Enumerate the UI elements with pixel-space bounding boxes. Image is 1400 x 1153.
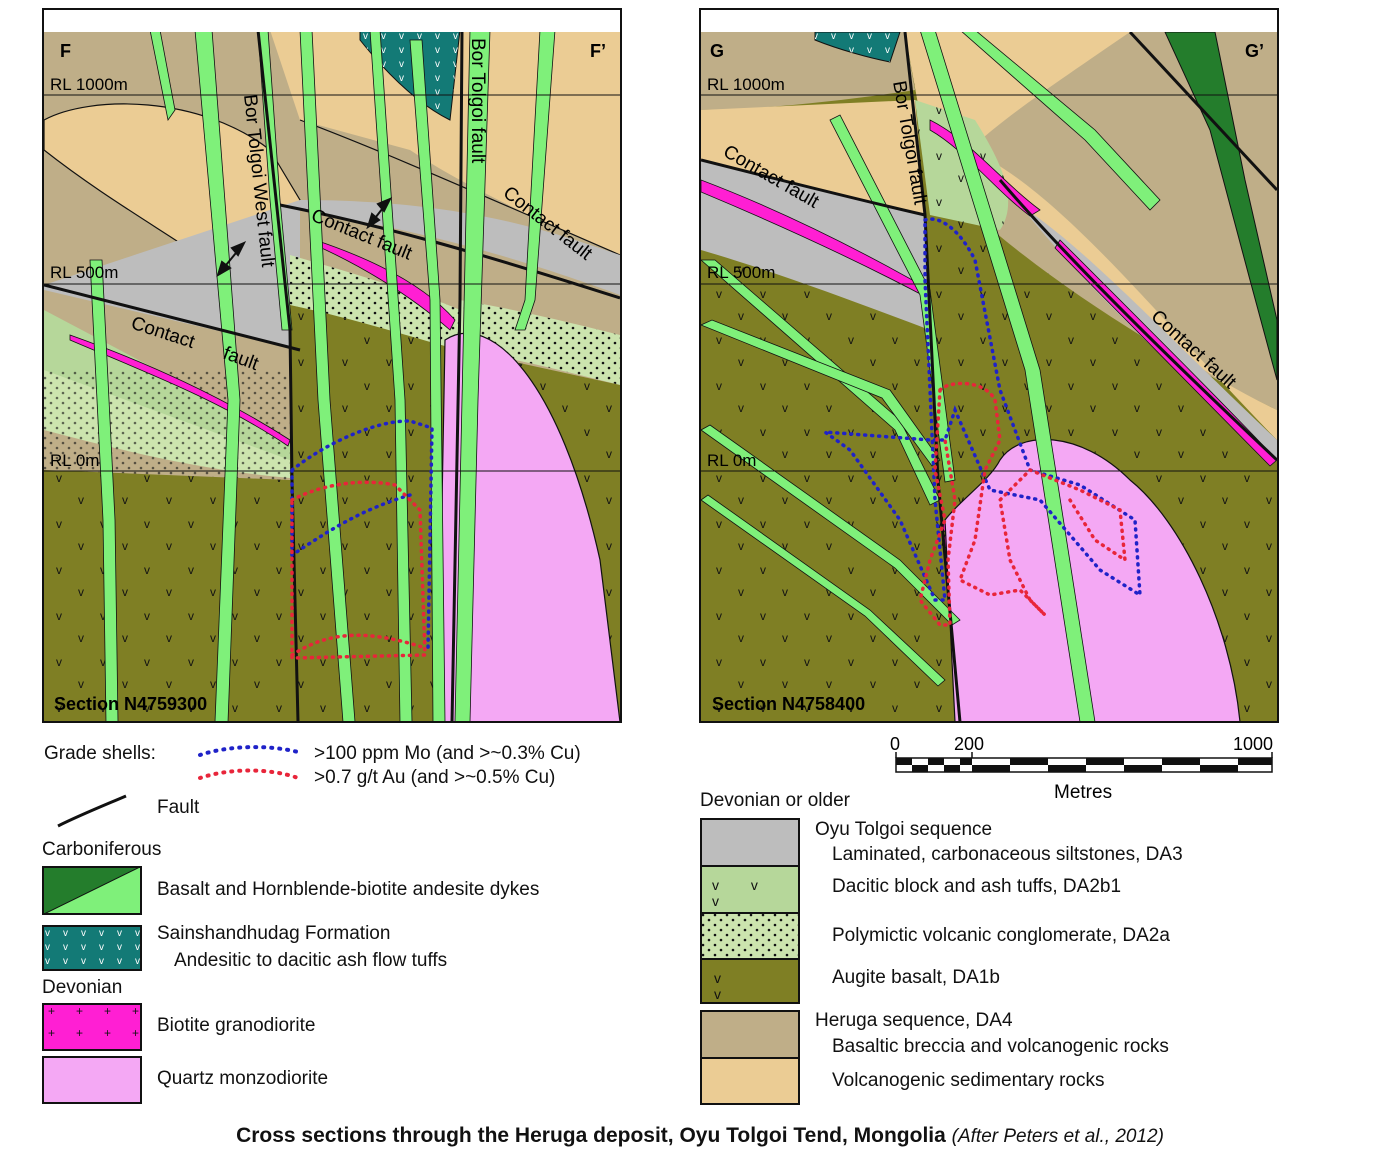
g-right-label: G’ [1245, 41, 1264, 61]
devonian-heading: Devonian [42, 977, 123, 998]
g-siltstone [701, 160, 930, 330]
scale-tick-1000: 1000 [1233, 734, 1273, 754]
g-mo-shell [818, 217, 1142, 602]
g-rl-500: RL 500m [707, 263, 775, 282]
scale-unit: Metres [1054, 782, 1112, 803]
volc-sed-label: Volcanogenic sedimentary rocks [832, 1070, 1105, 1091]
ash-flow-tuff-swatch [42, 925, 142, 971]
sainshand-title: Sainshandhudag Formation [157, 923, 391, 944]
carboniferous-heading: Carboniferous [42, 839, 162, 860]
devonian-older-heading: Devonian or older [700, 790, 850, 811]
fault-label: Fault [157, 797, 200, 818]
f-fault-contact [44, 283, 301, 352]
g-dark-dyke [1164, 32, 1277, 381]
monzodiorite-swatch [42, 1056, 142, 1104]
f-fault-bor-label: Bor Tolgoi fault [467, 38, 488, 164]
f-right-label: F’ [590, 41, 606, 61]
volc-sed-swatch [700, 1057, 800, 1105]
mo-shell-label: >100 ppm Mo (and >~0.3% Cu) [314, 743, 581, 764]
g-section-name: Section N4758400 [712, 694, 865, 714]
g-fault-contact [998, 179, 1277, 462]
breccia-label: Basaltic breccia and volcanogenic rocks [832, 1036, 1169, 1057]
g-rl-1000: RL 1000m [707, 75, 785, 94]
caption-main: Cross sections through the Heruga deposi… [236, 1124, 946, 1147]
oyu-title: Oyu Tolgoi sequence [815, 819, 993, 840]
heruga-title: Heruga sequence, DA4 [815, 1010, 1013, 1031]
granodiorite-label: Biotite granodiorite [157, 1015, 316, 1036]
dacitic-swatch: v v v [700, 865, 800, 914]
grade-shells-label: Grade shells: [44, 743, 156, 764]
granodiorite-swatch [42, 1003, 142, 1051]
conglomerate-label: Polymictic volcanic conglomerate, DA2a [832, 925, 1170, 946]
f-mo-shell [290, 419, 434, 652]
au-shell-label: >0.7 g/t Au (and >~0.5% Cu) [314, 767, 556, 788]
g-left-label: G [710, 41, 724, 61]
siltstone-swatch [700, 818, 800, 867]
augite-swatch: v v [700, 958, 800, 1004]
conglomerate-swatch [700, 912, 800, 960]
f-au-shell [290, 480, 427, 660]
scale-bar [895, 752, 1273, 773]
f-rl-1000: RL 1000m [50, 75, 128, 94]
f-left-label: F [60, 41, 71, 61]
mo-shell-legend-icon [198, 745, 300, 757]
siltstone-label: Laminated, carbonaceous siltstones, DA3 [832, 844, 1183, 865]
basalt-dykes-label: Basalt and Hornblende-biotite andesite d… [157, 879, 540, 900]
sainshand-subtitle: Andesitic to dacitic ash flow tuffs [174, 950, 448, 971]
breccia-swatch [700, 1010, 800, 1059]
f-granodiorite-sill [314, 239, 456, 331]
au-shell-legend-icon [198, 768, 300, 780]
monzodiorite-label: Quartz monzodiorite [157, 1068, 329, 1089]
g-au-shell [918, 381, 1128, 627]
scale-tick-200: 200 [954, 734, 984, 754]
f-rl-500: RL 500m [50, 263, 118, 282]
f-fault-west [256, 32, 300, 721]
f-section-name: Section N4759300 [54, 694, 207, 714]
g-rl-0: RL 0m [707, 451, 756, 470]
basalt-dykes-swatch [42, 866, 142, 915]
scale-tick-0: 0 [890, 734, 900, 754]
figure-caption: Cross sections through the Heruga deposi… [0, 1124, 1400, 1148]
caption-credit: (After Peters et al., 2012) [951, 1126, 1164, 1147]
augite-label: Augite basalt, DA1b [832, 967, 1000, 988]
f-rl-0: RL 0m [50, 451, 99, 470]
dacitic-label: Dacitic block and ash tuffs, DA2b1 [832, 876, 1122, 897]
f-fault-bor [450, 32, 464, 721]
g-quartz-monzodiorite [944, 438, 1241, 721]
fault-legend-icon [57, 794, 127, 828]
